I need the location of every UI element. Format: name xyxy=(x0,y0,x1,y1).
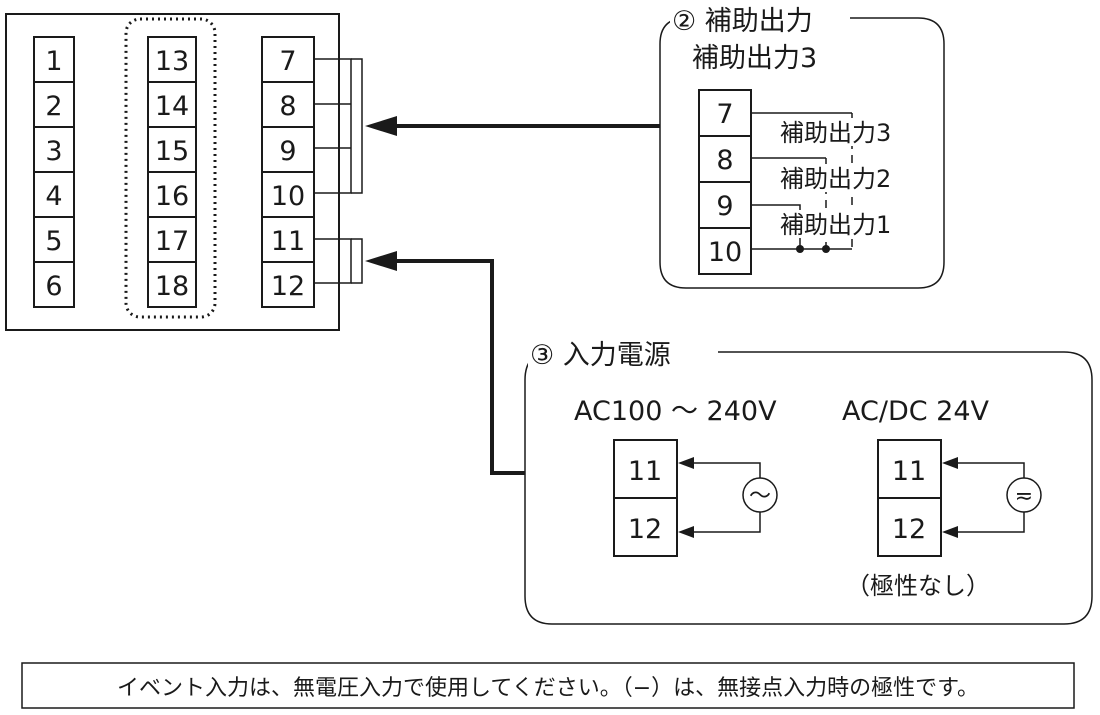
terminal-label: 15 xyxy=(155,136,189,167)
terminal-label: 3 xyxy=(45,136,62,167)
terminal-column-left: 1 2 3 4 5 6 xyxy=(33,36,75,308)
terminal-label: 10 xyxy=(708,237,742,268)
aux-output-label-2: 補助出力2 xyxy=(780,165,891,193)
terminal-label: 12 xyxy=(271,271,305,302)
terminal-label: 10 xyxy=(271,181,305,212)
terminal-label: 13 xyxy=(155,46,189,77)
terminal-label: 7 xyxy=(716,99,733,130)
terminal-label: 17 xyxy=(155,226,189,257)
aux-output-arrow xyxy=(365,116,660,136)
terminal-column-right: 7 8 9 10 11 12 xyxy=(261,36,315,308)
terminal-label: 8 xyxy=(279,91,296,122)
power-input-arrow xyxy=(365,251,525,475)
terminal-block: 1 2 3 4 5 6 13 14 15 16 17 18 xyxy=(5,13,363,331)
power-input-heading: ③ 入力電源 xyxy=(530,340,671,371)
terminal-label: 11 xyxy=(628,456,662,487)
terminal-label: 2 xyxy=(45,91,62,122)
ac-voltage-label: AC100 ～ 240V xyxy=(574,396,777,427)
terminal-label: 18 xyxy=(155,271,189,302)
ac-wiring xyxy=(693,462,761,533)
terminal-label: 12 xyxy=(628,514,662,545)
acdc-voltage-label: AC/DC 24V xyxy=(842,396,990,427)
aux-output-label-1: 補助出力1 xyxy=(780,211,891,239)
terminal-label: 7 xyxy=(279,46,296,77)
terminal-label: 1 xyxy=(45,46,62,77)
polarity-note: （極性なし） xyxy=(846,572,990,600)
acdc-wiring xyxy=(957,462,1025,533)
event-input-dotted-outline xyxy=(124,17,217,319)
terminal-label: 9 xyxy=(716,191,733,222)
terminal-label: 6 xyxy=(45,271,62,302)
aux-output-label-3: 補助出力3 xyxy=(780,119,891,147)
acdc-source-icon xyxy=(1006,477,1042,513)
aux-output-bracket xyxy=(314,58,363,194)
power-input-bracket xyxy=(314,238,363,284)
terminal-label: 11 xyxy=(271,226,305,257)
terminal-column-middle: 13 14 15 16 17 18 xyxy=(124,17,217,319)
terminal-label: 16 xyxy=(155,181,189,212)
ac-source-icon xyxy=(742,477,778,513)
terminal-label: 4 xyxy=(45,181,62,212)
terminal-label: 8 xyxy=(716,145,733,176)
terminal-label: 5 xyxy=(45,226,62,257)
terminal-label: 9 xyxy=(279,136,296,167)
aux-output-subheading: 補助出力3 xyxy=(692,43,817,74)
power-input-panel: ③ 入力電源 AC100 ～ 240V AC/DC 24V 11 12 ～ 11… xyxy=(524,338,1093,625)
note-text: イベント入力は、無電圧入力で使用してください。（−）は、無接点入力時の極性です。 xyxy=(117,676,979,701)
acdc-symbol: ≂ xyxy=(1015,484,1033,509)
terminal-label: 14 xyxy=(155,91,189,122)
terminal-label: 11 xyxy=(892,456,926,487)
ac-symbol: ～ xyxy=(749,484,771,509)
terminal-label: 12 xyxy=(892,514,926,545)
aux-output-panel: ② 補助出力 補助出力3 7 8 9 10 補助出力3 補助出力2 補助出力1 xyxy=(659,5,945,289)
note-box: イベント入力は、無電圧入力で使用してください。（−）は、無接点入力時の極性です。 xyxy=(21,662,1075,709)
aux-output-heading: ② 補助出力 xyxy=(672,6,813,37)
